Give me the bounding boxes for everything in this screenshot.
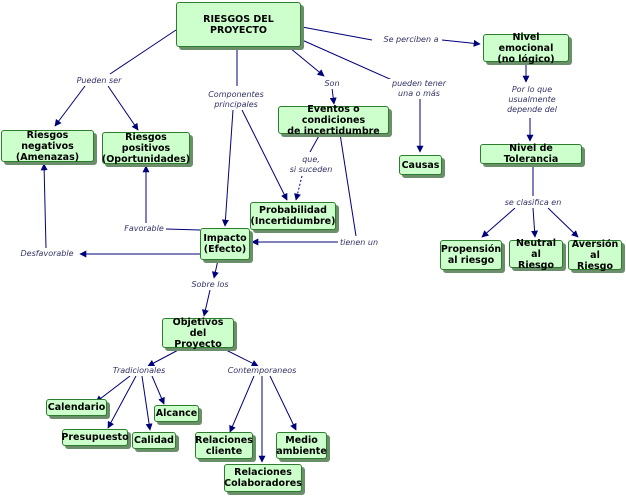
label-contemporaneos: Contemporaneos [226,366,298,376]
edge-componentes-impacto [221,109,234,227]
node-causas: Causas [399,155,442,175]
node-probabilidad: Probabilidad (Incertidumbre) [250,202,336,230]
node-impacto: Impacto (Efecto) [200,228,250,260]
edge-root-se-perciben [301,26,373,41]
node-propension: Propensión al riesgo [440,240,502,270]
label-pueden-ser: Pueden ser [74,76,124,86]
label-se-clasifica: se clasifica en [501,198,565,208]
label-favorable: Favorable [122,224,166,234]
edge-trad-alcance [151,375,165,405]
node-objetivos: Objetivos del Proyecto [162,317,234,350]
node-riesgos-del-proyecto: RIESGOS DEL PROYECTO [176,2,301,47]
label-que-si-suceden: que, si suceden [286,155,336,175]
node-nivel-emocional: Nivel emocional (no lógico) [483,32,569,65]
label-componentes: Componentes principales [204,90,268,110]
node-calendario: Calendario [46,399,107,416]
edge-cont-medio-ambiente [269,375,297,431]
edge-trad-presupuesto [107,375,137,429]
edge-componentes-probabilidad [241,109,288,201]
edge-cont-relaciones-cliente [229,375,255,433]
node-calidad: Calidad [132,432,176,449]
edge-eventos-que-si [309,133,321,153]
edge-impacto-sobre-los [211,259,219,279]
label-sobre-los: Sobre los [188,280,232,290]
label-por-lo-que: Por lo que usualmente depende del [496,85,568,115]
edge-son-eventos [329,87,337,105]
node-neutral: Neutral al Riesgo [509,238,563,271]
node-relaciones-colaboradores: Relaciones Colaboradores [224,464,302,492]
edge-trad-calidad [141,375,153,431]
label-se-perciben: Se perciben a [380,35,442,45]
node-presupuesto: Presupuesto [61,429,129,446]
label-tradicionales: Tradicionales [108,366,170,376]
node-eventos-incertidumbre: Eventos o condiciones de incertidumbre [278,104,389,137]
node-aversion: Aversión al Riesgo [568,239,622,272]
edge-eventos-tienen-un [339,133,357,237]
edge-clasifica-aversion [547,207,579,238]
edge-trad-calendario [95,375,131,403]
label-son: Son [322,79,342,89]
label-tienen-un: tienen un [338,238,380,248]
edge-sobre-los-objetivos [202,289,211,317]
node-relaciones-cliente: Relaciones cliente [195,432,253,459]
edge-root-pueden-ser [109,29,177,75]
edge-pueden-ser-negativos [54,85,86,127]
edge-impacto-favorable [165,228,201,231]
label-pueden-tener: pueden tener una o más [388,79,450,99]
node-medio-ambiente: Medio ambiente [276,432,327,459]
edge-root-son [289,47,325,77]
edge-clasifica-propension [481,207,516,238]
node-riesgos-negativos: Riesgos negativos (Amenazas) [1,130,94,163]
edge-desfavorable-negativos [40,163,48,249]
node-nivel-tolerancia: Nivel de Tolerancia [480,143,582,165]
edge-objetivos-tradicionales [147,347,183,367]
node-alcance: Alcance [154,405,199,422]
edge-se-perciben-nivel [441,39,481,47]
edge-que-si-probabilidad [294,175,303,201]
edge-clasifica-neutral [531,207,539,238]
edge-root-pueden-tener [301,39,393,81]
edge-pueden-ser-positivos [107,85,139,131]
node-riesgos-positivos: Riesgos positivos (Oportunidades) [101,131,191,165]
edge-objetivos-contemporaneos [221,347,259,367]
label-desfavorable: Desfavorable [18,249,76,259]
